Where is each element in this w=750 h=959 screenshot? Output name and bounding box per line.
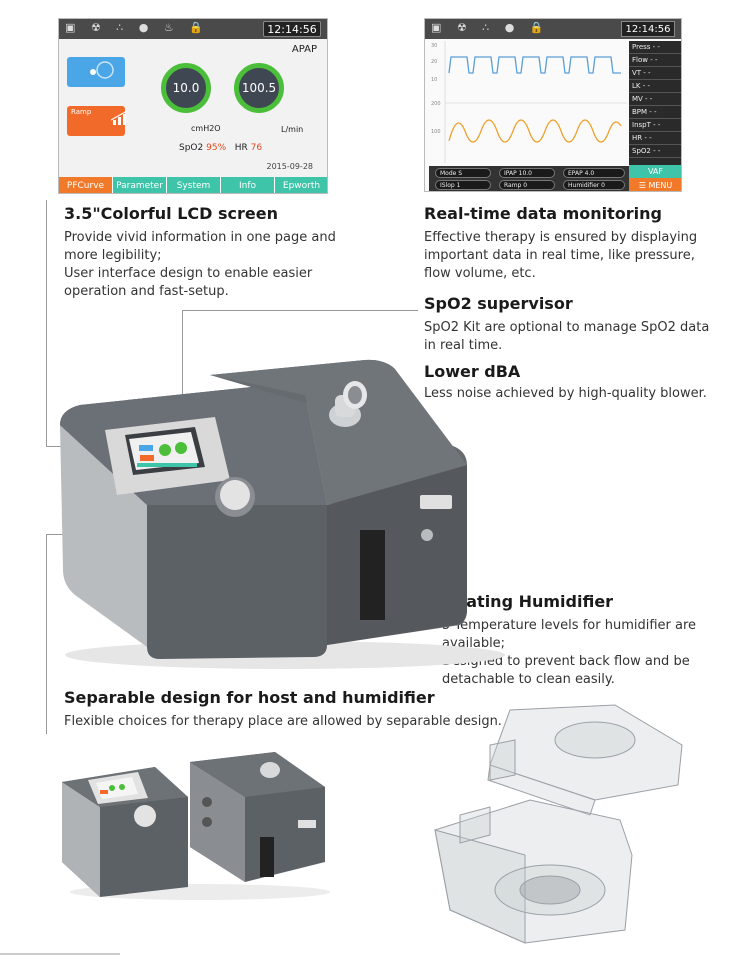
tab-pfcurve[interactable]: PFCurve	[59, 177, 113, 193]
spo2-value: 95%	[206, 143, 227, 153]
feature-dba: Lower dBA Less noise achieved by high-qu…	[424, 362, 707, 403]
feature-title: SpO2 supervisor	[424, 294, 573, 313]
feature-spo2: SpO2 supervisor SpO2 Kit are optional to…	[424, 294, 709, 355]
tick-label: 100	[431, 129, 441, 135]
feature-lcd: 3.5"Colorful LCD screen Provide vivid in…	[64, 204, 336, 301]
feature-title: Lower dBA	[424, 362, 521, 381]
pressure-wave	[448, 56, 621, 74]
hr-value: 76	[250, 143, 263, 153]
side-item: Flow - -	[629, 54, 681, 67]
divider	[0, 953, 120, 955]
feature-title: Real-time data monitoring	[424, 204, 662, 223]
connector-line	[182, 310, 183, 410]
feature-separable: Separable design for host and humidifier…	[64, 688, 502, 731]
flow-gauge: 100.5	[234, 63, 284, 113]
params-bar: Mode S ISlop 1 IPAP 10.0 Ramp 0 EPAP 4.0…	[429, 166, 629, 191]
waveform-plot: 30 20 10 200 100	[431, 41, 627, 163]
param-ipap: IPAP 10.0	[499, 168, 555, 178]
ramp-chart-icon	[110, 110, 128, 125]
feature-text: 5 Temperature levels for humidifier are	[442, 618, 697, 633]
feature-text: in real time.	[424, 338, 503, 353]
side-item: InspT - -	[629, 119, 681, 132]
feature-text: Designed to prevent back flow and be	[442, 654, 690, 669]
feature-text: SpO2 Kit are optional to manage SpO2 dat…	[424, 320, 710, 335]
tab-epworth[interactable]: Epworth	[275, 177, 327, 193]
param-mode: Mode S	[435, 168, 491, 178]
status-bar: ▣ ☢ ∴ ● ♨ 🔒 12:14:56	[59, 19, 327, 39]
flow-unit: L/min	[281, 125, 304, 134]
side-item: Press - -	[629, 41, 681, 54]
spo2-label: SpO2	[179, 143, 204, 153]
tab-system[interactable]: System	[167, 177, 221, 193]
feature-monitoring: Real-time data monitoring Effective ther…	[424, 204, 697, 283]
feature-text: detachable to clean easily.	[442, 672, 615, 687]
tick-label: 10	[431, 77, 437, 83]
humidity-tile[interactable]	[67, 57, 125, 87]
ramp-label: Ramp	[71, 108, 92, 116]
ramp-tile[interactable]: Ramp	[67, 106, 128, 136]
separated-units-illustration	[62, 752, 330, 900]
water-chamber-illustration	[434, 704, 683, 944]
status-icons: ▣ ☢ ∴ ● ♨ 🔒	[65, 21, 209, 34]
side-item: BPM - -	[629, 106, 681, 119]
lcd-screen-monitoring: ▣ ☢ ∴ ● 🔒 12:14:56 30 20 10 200 100 Pres…	[424, 18, 682, 192]
feature-text: Flexible choices for therapy place are a…	[64, 714, 502, 729]
side-item: MV - -	[629, 93, 681, 106]
cpap-device-illustration	[60, 359, 505, 669]
status-bar-2: ▣ ☢ ∴ ● 🔒 12:14:56	[425, 19, 681, 39]
tick-label: 20	[431, 59, 437, 65]
tick-label: 30	[431, 43, 437, 49]
clock-2: 12:14:56	[621, 21, 675, 37]
feature-title: 3.5"Colorful LCD screen	[64, 204, 278, 223]
lcd-screen-main: ▣ ☢ ∴ ● ♨ 🔒 12:14:56 APAP Ramp 10.0 100.…	[58, 18, 328, 194]
feature-text: operation and fast-setup.	[64, 284, 229, 299]
feature-text: User interface design to enable easier	[64, 266, 313, 281]
side-item: HR - -	[629, 132, 681, 145]
date-label: 2015-09-28	[266, 162, 314, 171]
hr-label: HR	[234, 143, 248, 153]
feature-text: important data in real time, like pressu…	[424, 248, 695, 263]
menu-button[interactable]: ☰ MENU	[629, 178, 681, 191]
side-item: LK - -	[629, 80, 681, 93]
connector-line	[182, 310, 418, 311]
param-humidifier: Humidifier 0	[563, 180, 625, 190]
param-islop: ISlop 1	[435, 180, 491, 190]
tick-label: 200	[431, 101, 441, 107]
param-epap: EPAP 4.0	[563, 168, 625, 178]
mode-label: APAP	[291, 44, 317, 55]
tab-parameter[interactable]: Parameter	[113, 177, 167, 193]
vaf-badge: VAF	[629, 165, 681, 178]
param-ramp: Ramp 0	[499, 180, 555, 190]
pressure-gauge: 10.0	[161, 63, 211, 113]
connector-line	[46, 534, 70, 535]
feature-humidifier: Heating Humidifier 5 Temperature levels …	[442, 592, 696, 689]
connector-line	[46, 534, 47, 734]
connector-line	[46, 200, 47, 446]
feature-text: Less noise achieved by high-quality blow…	[424, 386, 707, 401]
tab-info[interactable]: Info	[221, 177, 275, 193]
feature-title: Heating Humidifier	[442, 592, 614, 611]
feature-text: more legibility;	[64, 248, 162, 263]
menu-label: MENU	[648, 181, 673, 190]
spo2-readout: SpO2 95% HR 76	[179, 143, 262, 153]
feature-text: Effective therapy is ensured by displayi…	[424, 230, 698, 245]
feature-text: Provide vivid information in one page an…	[64, 230, 336, 245]
feature-title: Separable design for host and humidifier	[64, 688, 435, 707]
droplet-icon	[90, 61, 114, 79]
pressure-unit: cmH2O	[191, 124, 221, 133]
flow-wave	[448, 119, 622, 143]
status-icons-2: ▣ ☢ ∴ ● 🔒	[431, 21, 550, 34]
feature-text: flow volume, etc.	[424, 266, 536, 281]
side-item: VT - -	[629, 67, 681, 80]
parameter-sidebar: Press - - Flow - - VT - - LK - - MV - - …	[629, 41, 681, 171]
clock: 12:14:56	[263, 21, 321, 37]
tab-bar: PFCurve Parameter System Info Epworth	[59, 177, 327, 193]
side-item: SpO2 - -	[629, 145, 681, 158]
